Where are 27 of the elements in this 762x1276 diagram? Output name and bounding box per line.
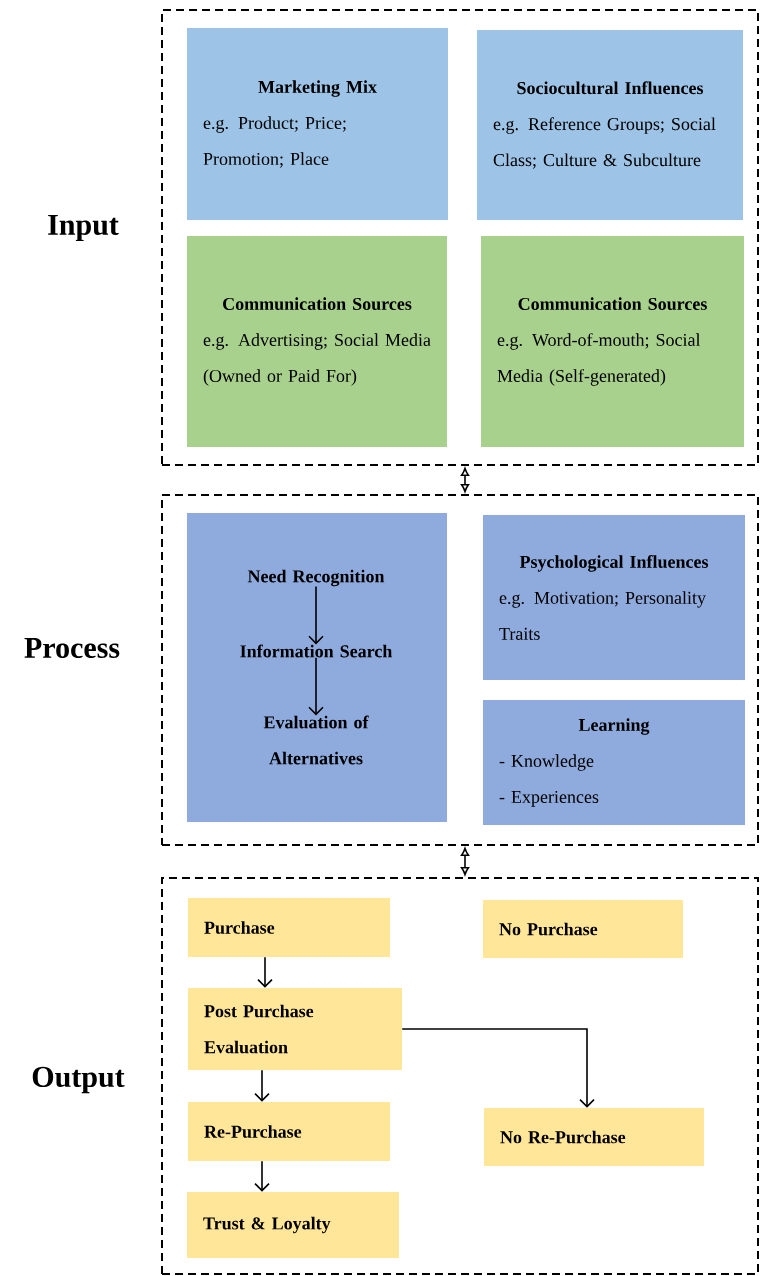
- double-arrow: [460, 467, 470, 493]
- section-label: Output: [32, 1066, 125, 1094]
- section-label: Process: [24, 638, 120, 658]
- arrow: [308, 656, 324, 716]
- step-text: Evaluation of Alternatives: [263, 715, 369, 765]
- arrow: [308, 585, 324, 645]
- arrow: [401, 1028, 595, 1108]
- step-text: Information Search: [240, 644, 393, 658]
- text-box: Sociocultural Influences e.g. Reference Groups; Social Class; Culture & Subculture: [477, 30, 743, 220]
- text-box: No Purchase: [483, 900, 683, 958]
- arrow: [254, 1160, 270, 1192]
- text-box: Communication Sources e.g. Word-of-mouth; Social Media (Self-generated): [481, 236, 744, 447]
- text-box: Post Purchase Evaluation: [188, 988, 402, 1070]
- text-box: Marketing Mix e.g. Product; Price; Promotion; Place: [187, 28, 448, 220]
- text-box: Psychological Influences e.g. Motivation; Personality Traits: [483, 515, 745, 680]
- text-box: Communication Sources e.g. Advertising; Social Media (Owned or Paid For): [187, 236, 447, 447]
- text-box: Re-Purchase: [188, 1102, 390, 1161]
- process-box: [187, 513, 447, 822]
- double-arrow: [460, 847, 470, 876]
- text-box: Trust & Loyalty: [187, 1192, 399, 1258]
- arrow: [254, 1069, 270, 1102]
- section-label: Input: [48, 215, 119, 241]
- step-text: Need Recognition: [247, 569, 385, 587]
- text-box: Purchase: [188, 898, 390, 957]
- text-box: Learning - Knowledge - Experiences: [483, 700, 745, 825]
- text-box: No Re-Purchase: [484, 1108, 704, 1166]
- arrow: [257, 956, 273, 988]
